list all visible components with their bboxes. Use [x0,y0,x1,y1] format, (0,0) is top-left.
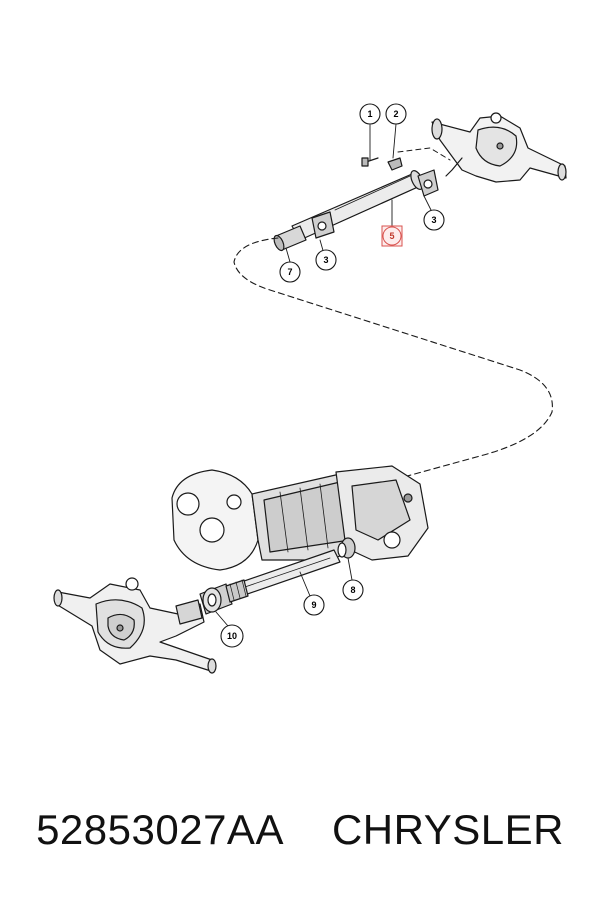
callout-8-label: 8 [350,585,355,595]
front-propeller-shaft [199,549,341,615]
callout-10: 10 [220,624,244,648]
brand-name: CHRYSLER [331,806,564,853]
callout-8: 8 [342,579,364,601]
callout-3-front-label: 3 [323,255,328,265]
callout-3-front: 3 [315,249,337,271]
callout-2: 2 [385,103,407,125]
callout-7: 7 [279,261,301,283]
callout-1-label: 1 [367,109,372,119]
callout-3-rear-label: 3 [431,215,436,225]
callout-10-label: 10 [227,631,237,641]
callout-5-label: 5 [389,231,394,241]
front-axle [53,577,217,674]
transmission-transfer-case [171,465,429,571]
dashed-routing-line [233,237,553,479]
callout-3-rear: 3 [423,209,445,231]
caption: 52853027AA CHRYSLER [0,800,600,860]
rear-propeller-shaft [273,157,439,252]
driveline-exploded-diagram: 1 2 3 5 3 7 8 9 [53,103,567,674]
callout-9: 9 [303,594,325,616]
callout-5: 5 [381,225,403,247]
callout-1: 1 [359,103,381,125]
leader-lines [215,123,433,627]
rear-axle [431,112,567,183]
callout-7-label: 7 [287,267,292,277]
callout-2-label: 2 [393,109,398,119]
part-number: 52853027AA [36,806,284,853]
callout-9-label: 9 [311,600,316,610]
